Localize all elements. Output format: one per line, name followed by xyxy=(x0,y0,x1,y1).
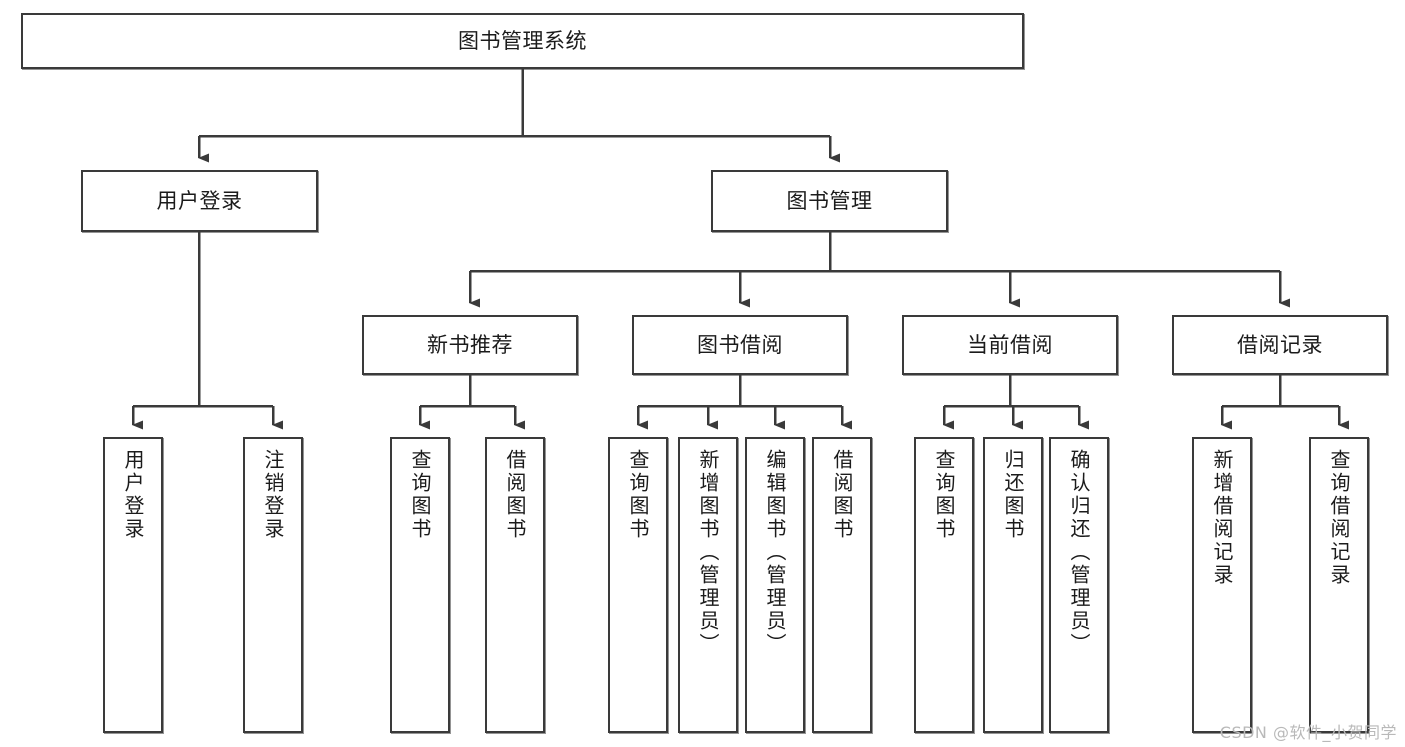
node-new-book-recommend[interactable]: 新书推荐 xyxy=(362,315,578,375)
node-leaf-query-book-3-label: 查询图书 xyxy=(932,449,956,541)
node-leaf-add-book-label: 新增图书（管理员） xyxy=(696,449,720,656)
node-new-book-recommend-label: 新书推荐 xyxy=(427,332,513,357)
node-leaf-query-book-2-label: 查询图书 xyxy=(626,449,650,541)
node-book-manage[interactable]: 图书管理 xyxy=(711,170,948,232)
node-leaf-return-book[interactable]: 归还图书 xyxy=(983,437,1043,733)
node-leaf-query-record-label: 查询借阅记录 xyxy=(1327,449,1351,587)
node-leaf-confirm-return[interactable]: 确认归还（管理员） xyxy=(1049,437,1109,733)
node-borrow-record[interactable]: 借阅记录 xyxy=(1172,315,1388,375)
node-leaf-return-book-label: 归还图书 xyxy=(1001,449,1025,541)
node-leaf-user-login[interactable]: 用户登录 xyxy=(103,437,163,733)
node-leaf-add-book[interactable]: 新增图书（管理员） xyxy=(678,437,738,733)
node-user-login[interactable]: 用户登录 xyxy=(81,170,318,232)
node-borrow-record-label: 借阅记录 xyxy=(1237,332,1323,357)
node-book-manage-label: 图书管理 xyxy=(786,188,873,213)
node-leaf-query-record[interactable]: 查询借阅记录 xyxy=(1309,437,1369,733)
node-root-system-label: 图书管理系统 xyxy=(458,28,587,53)
csdn-watermark: CSDN @软件_小贺同学 xyxy=(1219,723,1397,742)
node-leaf-borrow-book-2[interactable]: 借阅图书 xyxy=(812,437,872,733)
node-leaf-logout-login[interactable]: 注销登录 xyxy=(243,437,303,733)
node-leaf-query-book-2[interactable]: 查询图书 xyxy=(608,437,668,733)
node-leaf-borrow-book-1[interactable]: 借阅图书 xyxy=(485,437,545,733)
node-current-borrow-label: 当前借阅 xyxy=(967,332,1053,357)
node-leaf-user-login-label: 用户登录 xyxy=(121,449,145,541)
node-leaf-borrow-book-1-label: 借阅图书 xyxy=(503,449,527,541)
node-leaf-query-book-1[interactable]: 查询图书 xyxy=(390,437,450,733)
node-leaf-edit-book[interactable]: 编辑图书（管理员） xyxy=(745,437,805,733)
node-leaf-query-book-3[interactable]: 查询图书 xyxy=(914,437,974,733)
node-user-login-label: 用户登录 xyxy=(156,188,243,213)
node-leaf-confirm-return-label: 确认归还（管理员） xyxy=(1067,449,1091,656)
node-book-borrow[interactable]: 图书借阅 xyxy=(632,315,848,375)
node-current-borrow[interactable]: 当前借阅 xyxy=(902,315,1118,375)
node-leaf-borrow-book-2-label: 借阅图书 xyxy=(830,449,854,541)
node-root-system[interactable]: 图书管理系统 xyxy=(21,13,1024,69)
node-leaf-query-book-1-label: 查询图书 xyxy=(408,449,432,541)
node-leaf-logout-login-label: 注销登录 xyxy=(261,449,285,541)
node-leaf-add-record-label: 新增借阅记录 xyxy=(1210,449,1234,587)
node-leaf-edit-book-label: 编辑图书（管理员） xyxy=(763,449,787,656)
node-leaf-add-record[interactable]: 新增借阅记录 xyxy=(1192,437,1252,733)
node-book-borrow-label: 图书借阅 xyxy=(697,332,783,357)
